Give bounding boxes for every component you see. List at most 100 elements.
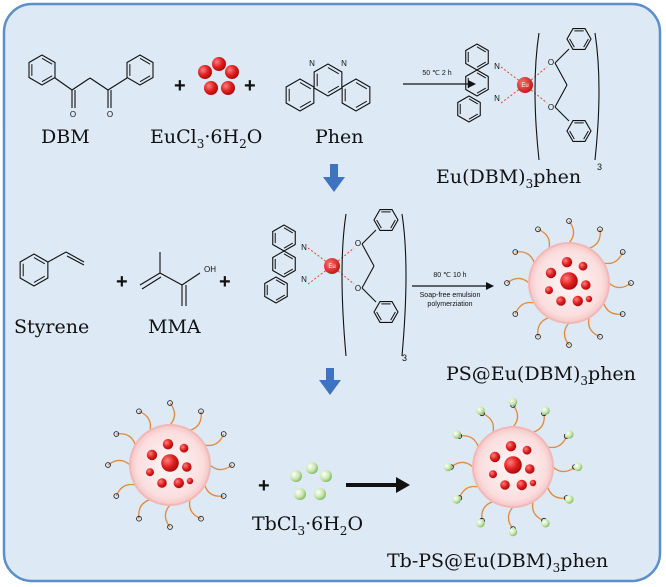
carboxyl-group	[619, 311, 626, 317]
bracket-left	[341, 213, 347, 357]
carboxyl-group	[198, 515, 204, 522]
label-eucl3: EuCl3·6H2O	[150, 126, 263, 151]
label-tbcl3: TbCl3·6H2O	[252, 513, 364, 538]
eu-complex-dot-3	[161, 454, 179, 472]
label-eu-complex: Eu(DBM)3phen	[436, 166, 582, 191]
tb-ps-eu-sphere	[443, 397, 583, 537]
eu-center	[517, 77, 533, 93]
tb-ion	[508, 527, 518, 537]
svg-text:N: N	[494, 62, 500, 71]
eu-complex-dot-0	[162, 439, 174, 450]
eu-ion-0	[198, 65, 212, 79]
condition-step1: 50 ℃ 2 h	[422, 70, 452, 77]
carboxyl-group	[113, 493, 120, 499]
tb-particle-4	[314, 488, 326, 500]
label-dbm: DBM	[41, 126, 90, 148]
eu-complex-dot-8	[186, 477, 194, 485]
eu-center	[324, 258, 340, 274]
styrene-structure	[19, 251, 85, 287]
carboxyl-group	[535, 226, 541, 233]
bracket-right	[594, 32, 600, 161]
carboxyl-group	[167, 400, 173, 406]
plus-sign-2: +	[244, 75, 256, 97]
carboxyl-group	[512, 249, 519, 255]
label-tb-ps-eu: Tb-PS@Eu(DBM)3phen	[387, 550, 609, 575]
tb-ion	[452, 430, 461, 439]
svg-text:O: O	[548, 58, 554, 67]
tb-ion	[541, 519, 550, 528]
eu-ion-1	[212, 57, 226, 71]
repeat-subscript-middle: 3	[402, 353, 408, 363]
svg-text:OH: OH	[204, 265, 216, 274]
svg-text:Eu: Eu	[328, 264, 335, 270]
condition-step2-method-2: polymerziation	[427, 301, 473, 308]
plus-sign-4: +	[219, 271, 231, 293]
down-arrow-2	[319, 368, 341, 395]
reaction-arrow-step1-head	[468, 80, 476, 88]
tb-ion	[565, 495, 574, 504]
svg-text:N: N	[309, 59, 315, 68]
carboxyl-group	[535, 333, 541, 340]
reaction-arrow-step3-head	[396, 477, 410, 493]
plus-sign-1: +	[174, 75, 186, 97]
carboxyl-group	[566, 218, 572, 224]
tb-ion	[476, 406, 485, 415]
tb-particle-2	[320, 470, 332, 482]
carboxyl-group	[628, 280, 634, 286]
carboxyl-group	[198, 408, 204, 415]
tb-ion	[476, 519, 485, 528]
eu-complex-dot-7	[173, 477, 184, 489]
tb-ion	[452, 495, 461, 504]
plus-sign-3: +	[116, 271, 128, 293]
tbcl3-particles	[290, 462, 332, 500]
down-arrow-1	[323, 164, 345, 192]
tb-ion	[541, 406, 550, 415]
mma-structure: OH	[139, 252, 216, 306]
tb-particle-3	[294, 488, 306, 500]
label-ps-eu: PS@Eu(DBM)3phen	[446, 363, 636, 388]
carboxyl-group	[229, 462, 235, 468]
eu-complex-dot-6	[556, 296, 566, 306]
condition-step2-method: Soap-free emulsion	[419, 292, 481, 299]
eucl3-particles	[198, 57, 239, 95]
ps-eu-sphere-left	[105, 400, 235, 530]
tb-particle-0	[290, 470, 302, 482]
eu-complex-dot-6	[500, 480, 510, 490]
ps-eu-sphere	[504, 218, 634, 348]
label-styrene: Styrene	[14, 316, 90, 338]
reaction-arrow-step2-head	[486, 282, 494, 290]
eu-complex-dot-8	[585, 295, 593, 303]
bracket-right	[401, 213, 407, 357]
eu-complex-dot-8	[529, 479, 537, 487]
tb-ion	[565, 430, 574, 439]
eu-complex-dot-3	[560, 272, 578, 290]
condition-step2-temp: 80 ℃ 10 h	[433, 272, 467, 279]
eu-complex-dot-4	[581, 280, 591, 290]
carboxyl-group	[566, 342, 572, 348]
svg-text:O: O	[70, 110, 76, 119]
eu-complex-dot-4	[182, 462, 192, 472]
eu-complex-dot-2	[489, 451, 501, 463]
tb-particle-1	[306, 462, 318, 474]
eu-complex-dot-1	[522, 445, 532, 455]
carboxyl-group	[504, 280, 510, 286]
carboxyl-group	[619, 249, 626, 255]
tb-ion	[443, 462, 453, 472]
carboxyl-group	[597, 226, 603, 233]
eu-complex-dot-4	[525, 464, 535, 474]
tb-ion	[508, 397, 518, 407]
label-phen: Phen	[315, 126, 364, 148]
repeat-subscript-top: 3	[597, 162, 603, 172]
plus-sign-5: +	[258, 475, 270, 497]
svg-text:N: N	[301, 243, 307, 252]
svg-text:O: O	[107, 110, 113, 119]
eu-complex-dot-0	[505, 441, 517, 452]
eu-ion-3	[204, 81, 218, 95]
svg-text:O: O	[355, 239, 361, 248]
tb-ion	[573, 462, 583, 472]
eu-complex-dot-7	[516, 479, 527, 491]
eu-complex-dot-6	[157, 478, 167, 488]
